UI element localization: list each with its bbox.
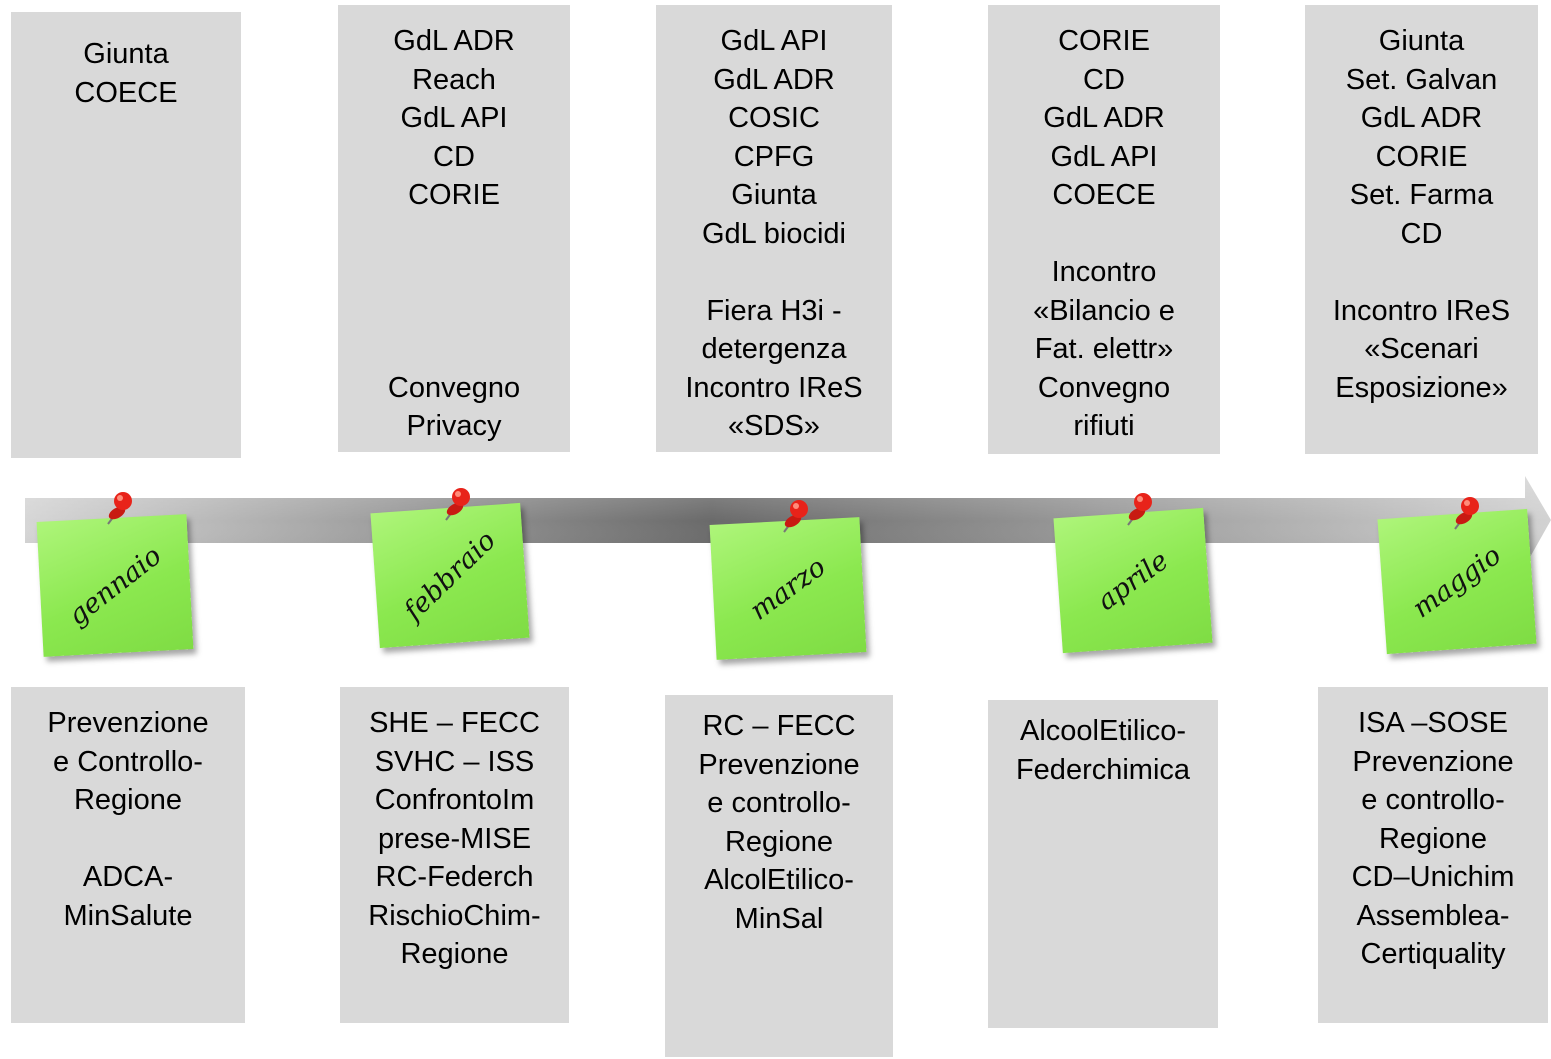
month-label: maggio [1406,539,1508,624]
box-line: AlcolEtilico- [704,864,854,896]
box-line [338,292,570,331]
box-line: GdL ADR [1043,102,1165,134]
box-line: Certiquality [1360,938,1506,970]
box-line: Regione [73,784,183,816]
pushpin-icon [1454,497,1479,530]
box-line [338,253,570,292]
box-line: GdL ADR [1360,102,1483,134]
sticky-note-gennaio: gennaio [36,514,194,657]
box-line [338,330,570,369]
pushpin-icon [445,488,470,521]
box-line: detergenza [701,333,847,365]
sticky-note-febbraio: febbraio [370,502,530,649]
box-line: «Bilancio e [1033,294,1175,327]
box-line: Reach [412,63,496,96]
bottom-box-aprile: AlcoolEtilico- Federchimica [988,700,1218,1028]
box-line: Fat. elettr» [1034,333,1174,365]
box-line: CORIE [1375,140,1468,173]
box-line: rifiuti [1073,410,1135,442]
box-line: Giunta [1378,25,1465,57]
box-line: Set. Galvan [1345,63,1498,96]
box-line: Prevenzione [47,707,209,739]
box-line: Set. Farma [1349,179,1494,211]
month-label: gennaio [62,539,168,632]
box-line: RC-Federch [375,861,534,893]
box-line: GdL ADR [713,63,835,96]
box-line: ConfrontoIm [374,784,535,816]
sticky-note-aprile: aprile [1053,507,1213,654]
box-line: Giunta [83,38,169,70]
box-line: Giunta [731,179,817,211]
month-label: aprile [1091,544,1175,617]
top-box-marzo: GdL API GdL ADR COSIC CPFG Giunta GdL bi… [656,5,892,452]
box-line: prese-MISE [377,822,532,855]
box-line: MinSalute [63,899,193,932]
box-line: CD [1400,217,1443,250]
box-line: e controllo- [1361,784,1505,816]
box-line: ISA –SOSE [1358,707,1508,739]
box-line: Federchimica [1015,753,1191,786]
box-line: Convegno [387,371,521,404]
box-line: Regione [400,938,509,970]
box-line: GdL API [400,102,508,134]
box-line: Incontro IReS [685,371,863,404]
box-line: «SDS» [728,410,820,442]
box-line: ADCA- [82,861,174,893]
top-box-maggio: Giunta Set. Galvan GdL ADR CORIE Set. Fa… [1305,5,1538,454]
box-line: CD [1083,63,1125,96]
box-line: Prevenzione [698,748,860,781]
box-line [656,253,892,292]
box-line: SVHC – ISS [374,745,535,778]
box-line: SHE – FECC [369,707,540,739]
box-line: Convegno [1037,371,1171,404]
box-line: GdL API [1050,140,1158,173]
box-line: Regione [724,825,834,858]
box-line [988,215,1220,254]
box-line: e controllo- [707,787,851,819]
sticky-note-marzo: marzo [709,517,867,660]
box-line [11,820,245,859]
month-label: marzo [744,550,832,627]
bottom-box-maggio: ISA –SOSE Prevenzione e controllo- Regio… [1318,687,1548,1023]
pushpin-icon [107,492,132,525]
box-line: GdL biocidi [701,217,846,250]
box-line: Assemblea- [1356,899,1510,932]
box-line [1305,253,1538,292]
top-box-febbraio: GdL ADR Reach GdL API CD CORIE Convegno … [338,5,570,452]
box-line: CPFG [733,140,815,173]
box-line: e Controllo- [53,745,203,778]
box-line: GdL ADR [393,25,515,57]
box-line: CORIE [408,179,500,211]
box-line: GdL API [720,25,828,57]
box-line: Prevenzione [1352,745,1514,778]
box-line: COSIC [728,102,820,134]
box-line: CORIE [1058,25,1150,57]
bottom-box-marzo: RC – FECC Prevenzione e controllo- Regio… [665,695,893,1057]
box-line: «Scenari [1364,333,1479,365]
box-line: AlcoolEtilico- [1020,715,1186,747]
box-line: Incontro IReS [1332,294,1511,327]
box-line: Incontro [1051,256,1157,288]
pushpin-icon [783,500,808,533]
box-line: Privacy [406,410,502,442]
box-line: Esposizione» [1335,371,1508,404]
box-line: Fiera H3i - [706,294,842,327]
top-box-aprile: CORIE CD GdL ADR GdL API COECE Incontro … [988,5,1220,454]
bottom-box-gennaio: Prevenzione e Controllo- Regione ADCA- M… [11,687,245,1023]
pushpin-icon [1127,493,1152,526]
box-line: RC – FECC [702,710,856,742]
top-box-gennaio: Giunta COECE [11,12,241,458]
bottom-box-febbraio: SHE – FECC SVHC – ISS ConfrontoIm prese-… [340,687,569,1023]
box-line: COECE [74,76,178,109]
box-line: RischioChim- [368,899,541,932]
month-label: febbraio [398,524,502,627]
box-line: MinSal [734,902,824,935]
box-line: CD [433,140,475,173]
box-line: COECE [1052,179,1156,211]
box-line: CD–Unichim [1351,861,1515,893]
box-line: Regione [1378,822,1488,855]
box-line [338,215,570,254]
